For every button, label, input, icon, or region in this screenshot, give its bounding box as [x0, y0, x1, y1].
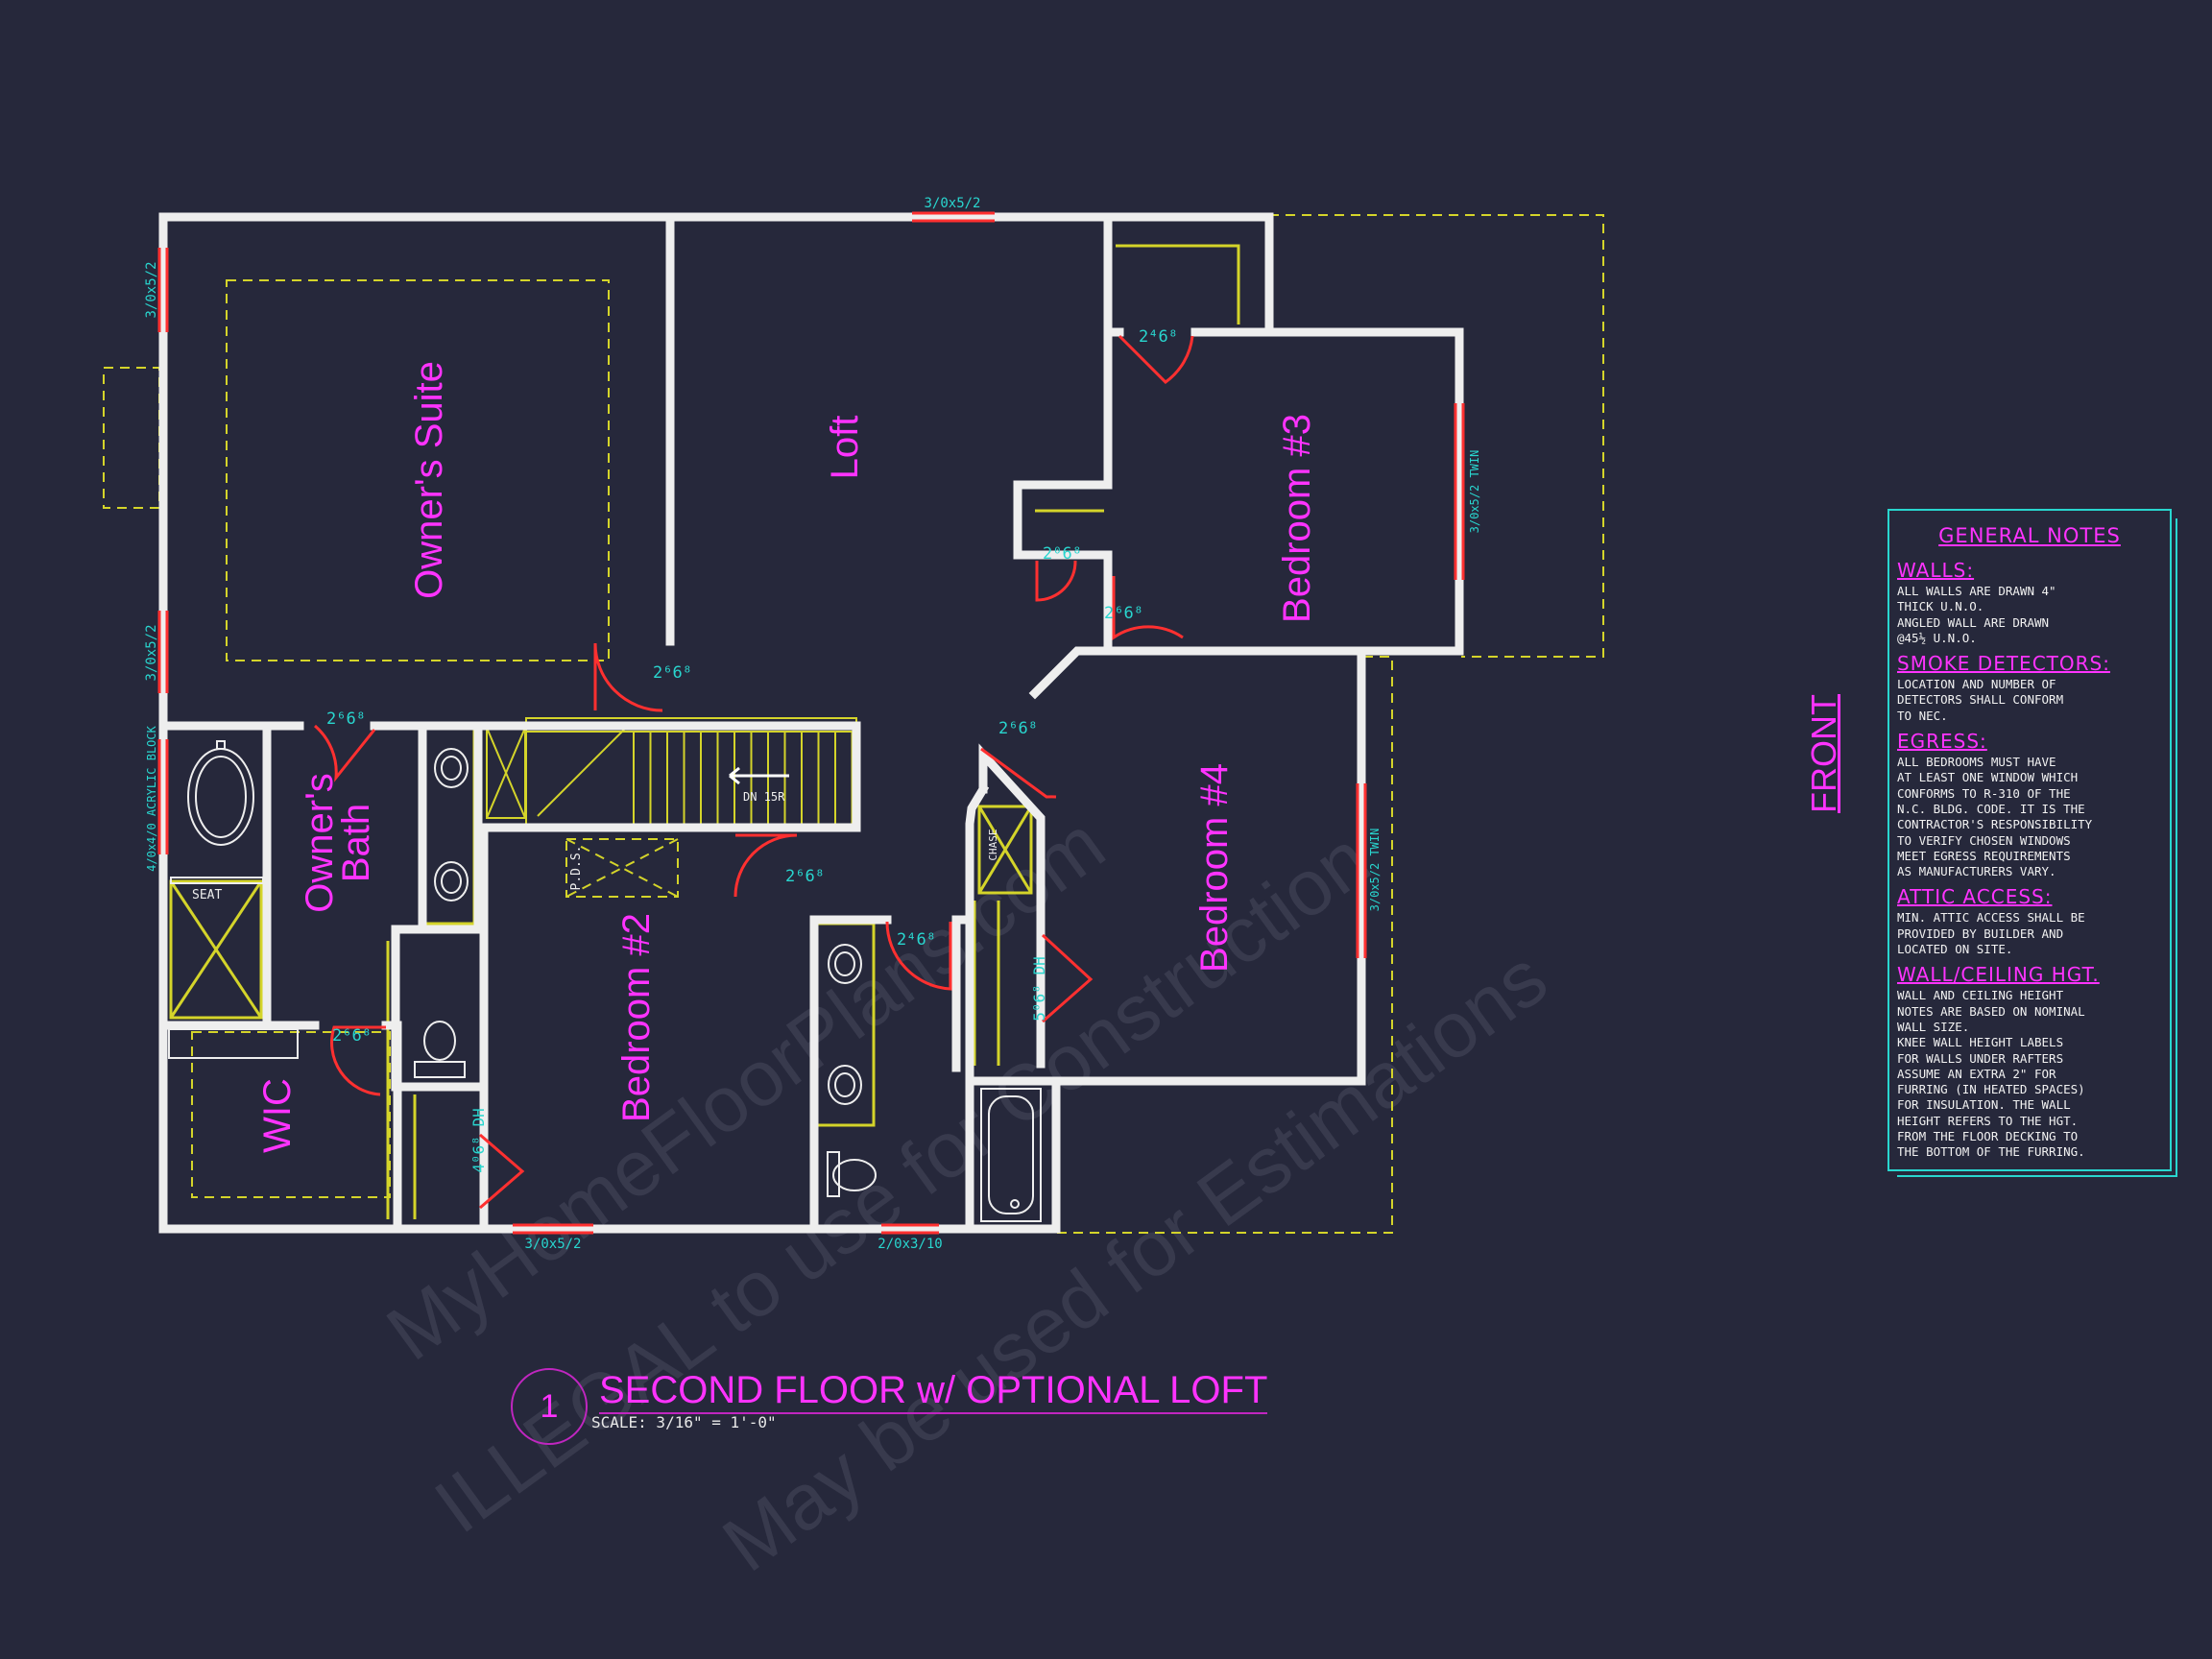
window-label-left-1: 3/0x5/2	[144, 261, 159, 318]
walls	[158, 212, 1464, 1234]
windows	[157, 211, 1465, 1235]
door-label-bedroom-4: 2⁶6⁸	[998, 719, 1038, 738]
window-label-bedroom-4: 3/0x5/2 TWIN	[1368, 829, 1382, 912]
window-label-bottom-2: 2/0x3/10	[878, 1237, 942, 1252]
room-owners-suite: Owner's Suite	[408, 361, 450, 599]
notes-walls: WALLS: ALL WALLS ARE DRAWN 4" THICK U.N.…	[1897, 559, 2162, 646]
notes-body: ALL WALLS ARE DRAWN 4" THICK U.N.O. ANGL…	[1897, 584, 2056, 645]
window-label-dh-2: 5⁰6⁸ DH	[1030, 956, 1048, 1021]
notes-heading: SMOKE DETECTORS:	[1897, 652, 2110, 676]
chase-label: CHASE	[987, 829, 999, 860]
window-label-left-3: 4/0x4/0 ACRYLIC BLOCK	[145, 725, 158, 871]
door-label-bedroom-3-closet: 2⁴6⁸	[1139, 327, 1178, 347]
general-notes-panel: GENERAL NOTES WALLS: ALL WALLS ARE DRAWN…	[1887, 509, 2172, 1171]
door-label-bedroom-2: 2⁶6⁸	[785, 867, 825, 886]
drawing-title: SECOND FLOOR w/ OPTIONAL LOFT	[599, 1368, 1268, 1414]
notes-heading: WALLS:	[1897, 559, 1975, 582]
doors	[314, 334, 1194, 1096]
notes-attic-access: ATTIC ACCESS: MIN. ATTIC ACCESS SHALL BE…	[1897, 885, 2162, 957]
pds-label: P.D.S.	[569, 846, 584, 891]
window-label-left-2: 3/0x5/2	[144, 624, 159, 681]
door-label-wic: 2⁶6⁸	[332, 1026, 372, 1046]
dimension-labels: 3/0x5/2 3/0x5/2 3/0x5/2 4/0x4/0 ACRYLIC …	[144, 196, 1481, 1252]
notes-body: WALL AND CEILING HEIGHT NOTES ARE BASED …	[1897, 988, 2085, 1160]
door-label-suite: 2⁶6⁸	[653, 663, 692, 683]
room-bedroom-4: Bedroom #4	[1193, 763, 1236, 973]
door-label-bedroom-3: 2⁶6⁸	[1104, 604, 1143, 623]
drawing-scale: SCALE: 3/16" = 1'-0"	[591, 1413, 777, 1431]
room-labels: Owner's Suite Loft Bedroom #3 Bedroom #4…	[256, 361, 1318, 1153]
room-bedroom-3: Bedroom #3	[1276, 414, 1318, 623]
fixtures	[168, 740, 1042, 1222]
room-bedroom-2: Bedroom #2	[615, 913, 658, 1122]
notes-body: LOCATION AND NUMBER OF DETECTORS SHALL C…	[1897, 677, 2064, 723]
door-label-bath: 2⁶6⁸	[326, 709, 366, 729]
front-label: FRONT	[1781, 691, 1867, 816]
stairs	[486, 717, 857, 827]
room-loft: Loft	[824, 416, 866, 480]
notes-body: ALL BEDROOMS MUST HAVE AT LEAST ONE WIND…	[1897, 755, 2093, 879]
notes-smoke-detectors: SMOKE DETECTORS: LOCATION AND NUMBER OF …	[1897, 652, 2162, 724]
notes-wall-ceiling-height: WALL/CEILING HGT. WALL AND CEILING HEIGH…	[1897, 963, 2162, 1160]
notes-body: MIN. ATTIC ACCESS SHALL BE PROVIDED BY B…	[1897, 910, 2085, 957]
stair-label: DN 15R	[743, 790, 785, 804]
notes-heading: EGRESS:	[1897, 730, 1987, 754]
door-label-bath-2: 2⁴6⁸	[897, 930, 936, 950]
room-owners-bath-line2: Bath	[335, 804, 377, 882]
window-label-top: 3/0x5/2	[924, 196, 980, 211]
room-wic: WIC	[256, 1078, 299, 1153]
drawing-number: 1	[511, 1368, 588, 1445]
notes-heading: WALL/CEILING HGT.	[1897, 963, 2100, 987]
window-label-bottom-1: 3/0x5/2	[524, 1237, 581, 1252]
window-label-dh-1: 4⁰6⁸ DH	[469, 1108, 488, 1172]
window-label-bedroom-3: 3/0x5/2 TWIN	[1468, 450, 1481, 534]
notes-title: GENERAL NOTES	[1938, 524, 2121, 547]
front-text: FRONT	[1804, 694, 1843, 813]
room-owners-bath-line1: Owner's	[299, 773, 341, 912]
notes-heading: ATTIC ACCESS:	[1897, 885, 2053, 909]
notes-egress: EGRESS: ALL BEDROOMS MUST HAVE AT LEAST …	[1897, 730, 2162, 879]
dashed-outlines	[103, 214, 1604, 1234]
seat-label: SEAT	[192, 888, 222, 902]
door-label-loft-closet: 2⁰6⁸	[1043, 544, 1082, 564]
